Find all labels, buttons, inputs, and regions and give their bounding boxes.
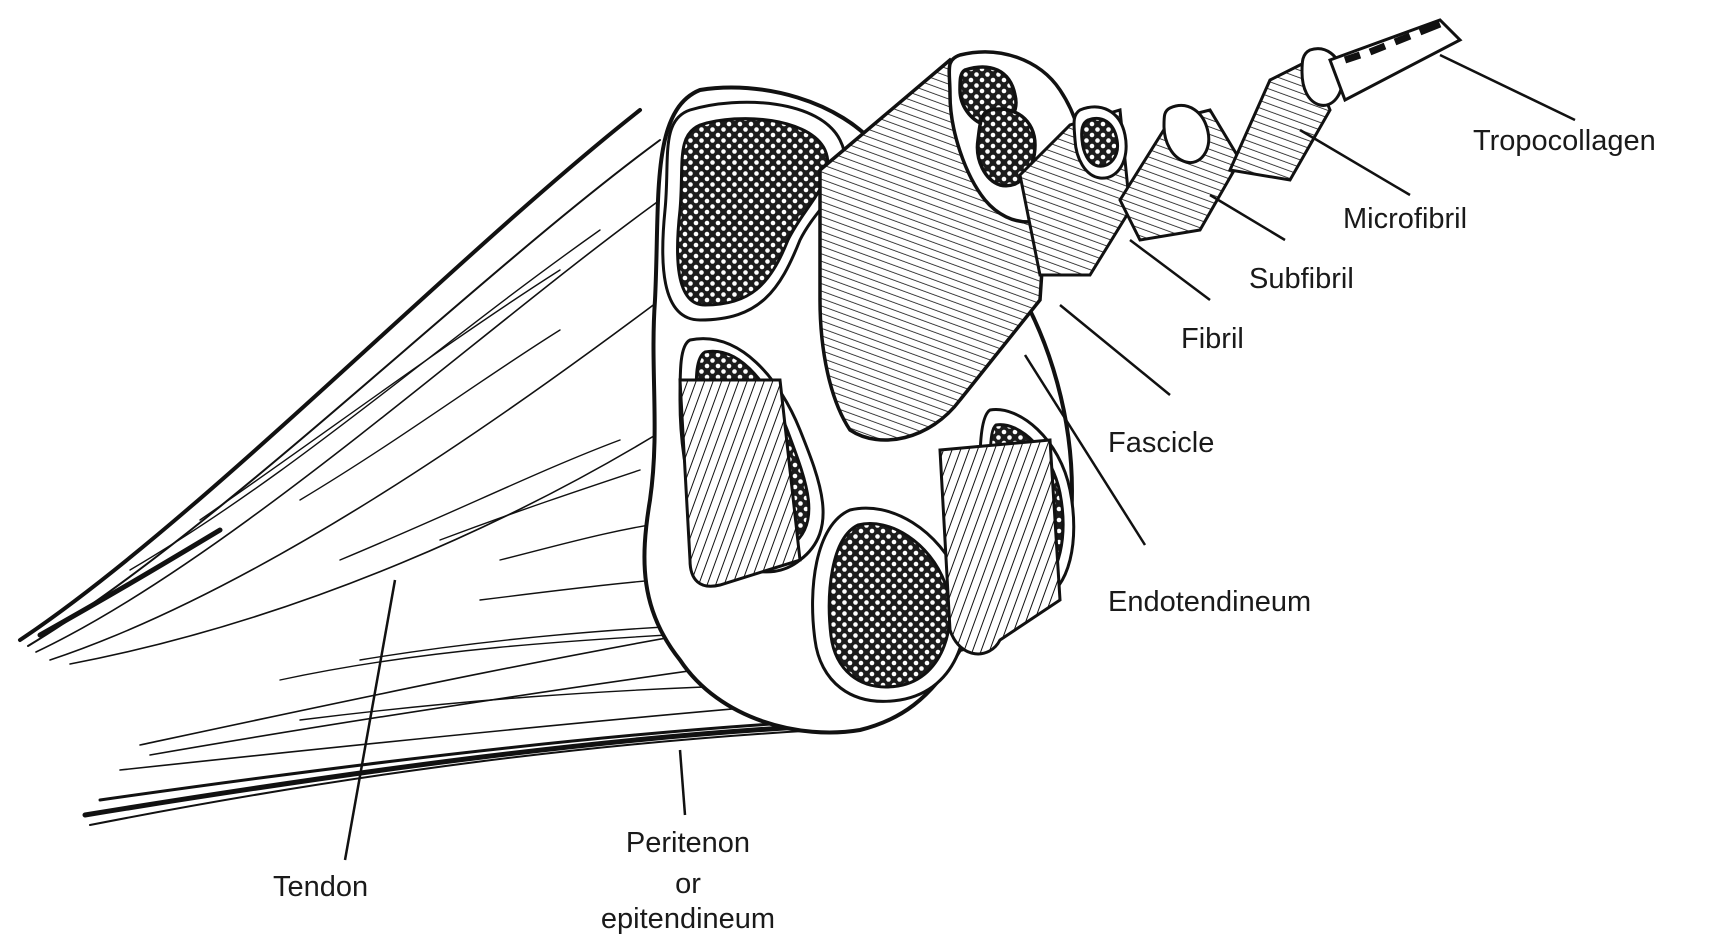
label-fascicle: Fascicle [1108,429,1214,458]
label-peritenon: Peritenon [626,829,750,858]
label-subfibril: Subfibril [1249,265,1354,294]
label-microfibril: Microfibril [1343,205,1467,234]
label-endotendineum: Endotendineum [1108,588,1311,617]
label-peritenon-or: or [675,870,701,899]
label-fibril: Fibril [1181,325,1244,354]
label-tropocollagen: Tropocollagen [1473,127,1656,156]
fibril-chain [1020,20,1460,275]
label-epitendineum: epitendineum [601,905,775,934]
label-tendon: Tendon [273,873,368,902]
